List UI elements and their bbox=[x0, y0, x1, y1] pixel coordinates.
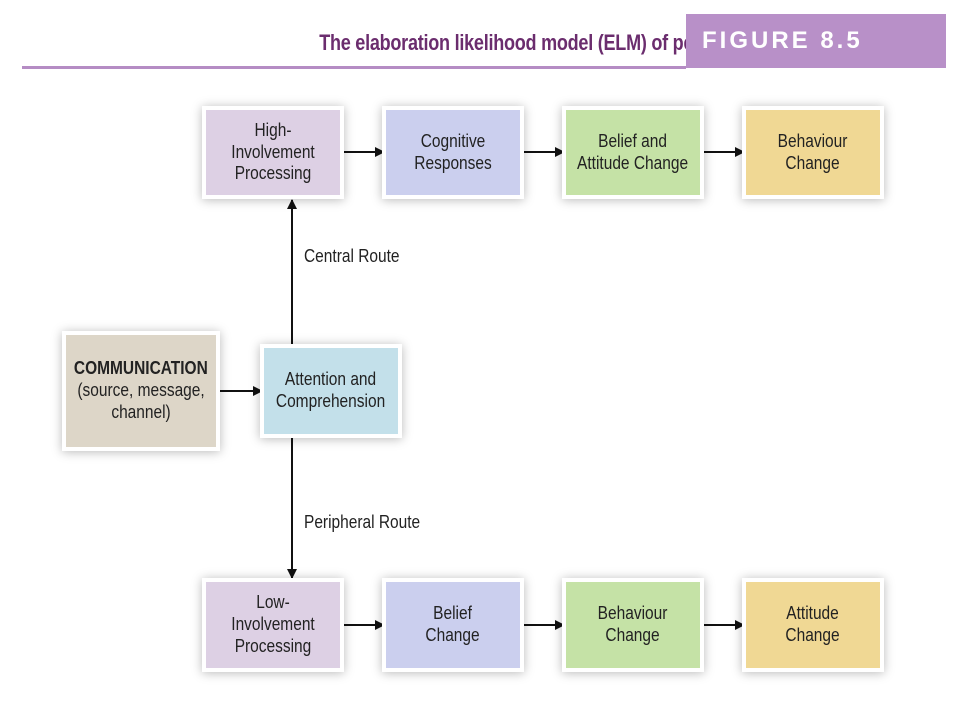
node-label: Cognitive Responses bbox=[414, 130, 492, 173]
node-label: Behaviour Change bbox=[778, 130, 848, 173]
node-attitude-change: Attitude Change bbox=[746, 582, 880, 668]
node-belief-change: Belief Change bbox=[386, 582, 520, 668]
node-label: Belief and Attitude Change bbox=[577, 130, 689, 173]
node-label: High-Involvement Processing bbox=[231, 119, 315, 184]
header-rule bbox=[22, 66, 686, 69]
node-label: Behaviour Change bbox=[598, 603, 668, 645]
node-behaviour-change-central: Behaviour Change bbox=[746, 110, 880, 195]
node-label: Attitude Change bbox=[785, 603, 841, 645]
node-low-involvement-processing: Low-Involvement Processing bbox=[206, 582, 340, 668]
peripheral-route-label: Peripheral Route bbox=[304, 512, 421, 532]
communication-detail: (source, message, channel) bbox=[77, 380, 205, 422]
central-route-label: Central Route bbox=[304, 246, 400, 266]
node-attention-comprehension: Attention and Comprehension bbox=[264, 348, 398, 434]
communication-title: COMMUNICATION bbox=[74, 358, 208, 379]
node-cognitive-responses: Cognitive Responses bbox=[386, 110, 520, 195]
node-label: Belief Change bbox=[425, 603, 481, 645]
node-label: Low-Involvement Processing bbox=[231, 592, 315, 656]
node-behaviour-change-peripheral: Behaviour Change bbox=[566, 582, 700, 668]
node-high-involvement-processing: High-Involvement Processing bbox=[206, 110, 340, 195]
figure-label: FIGURE 8.5 bbox=[686, 14, 946, 68]
node-belief-attitude-change: Belief and Attitude Change bbox=[566, 110, 700, 195]
node-label: Attention and Comprehension bbox=[276, 369, 386, 411]
node-communication: COMMUNICATION (source, message, channel) bbox=[66, 335, 216, 447]
